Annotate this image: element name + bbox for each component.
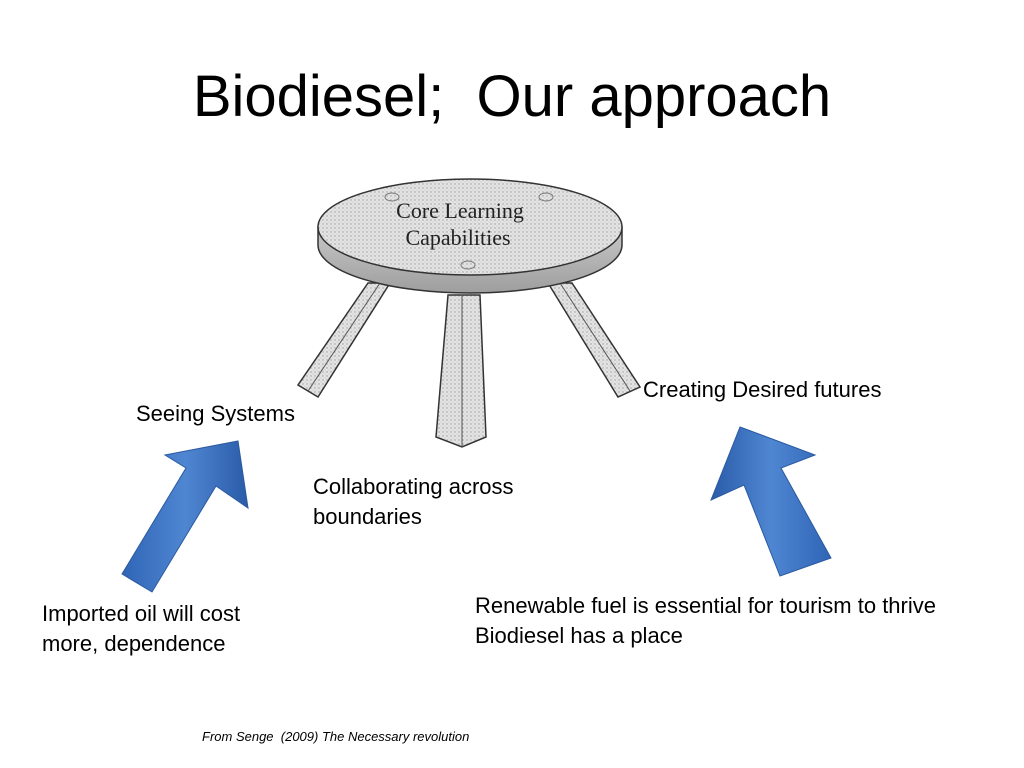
label-imported-line-1: Imported oil will cost xyxy=(42,601,241,626)
label-imported-line-2: more, dependence xyxy=(42,631,226,656)
label-seeing-systems: Seeing Systems xyxy=(136,401,295,426)
stool-leg-left xyxy=(296,282,392,399)
slide-title: Biodiesel; Our approach xyxy=(192,64,832,129)
stool-seat: Core Learning Capabilities xyxy=(317,178,623,294)
seat-label-line-2: Capabilities xyxy=(405,225,510,250)
stool-leg-center xyxy=(435,294,487,448)
source-citation: From Senge (2009) The Necessary revoluti… xyxy=(202,729,470,744)
arrow-up-right-icon xyxy=(121,440,249,593)
label-renewable-fuel: Renewable fuel is essential for tourism … xyxy=(475,591,936,651)
label-collaborating-line-1: Collaborating across xyxy=(313,474,514,499)
label-imported-oil: Imported oil will cost more, dependence xyxy=(42,599,240,659)
seat-label-line-1: Core Learning xyxy=(396,198,524,223)
label-renewable-line-2: Biodiesel has a place xyxy=(475,623,683,648)
stool-leg-right xyxy=(546,282,642,398)
label-creating-desired-futures: Creating Desired futures xyxy=(643,377,882,402)
label-collaborating-line-2: boundaries xyxy=(313,504,422,529)
three-legged-stool-illustration: Core Learning Capabilities xyxy=(296,178,642,448)
label-renewable-line-1: Renewable fuel is essential for tourism … xyxy=(475,593,936,618)
label-collaborating: Collaborating across boundaries xyxy=(313,472,514,532)
arrow-up-left-icon xyxy=(710,426,832,577)
